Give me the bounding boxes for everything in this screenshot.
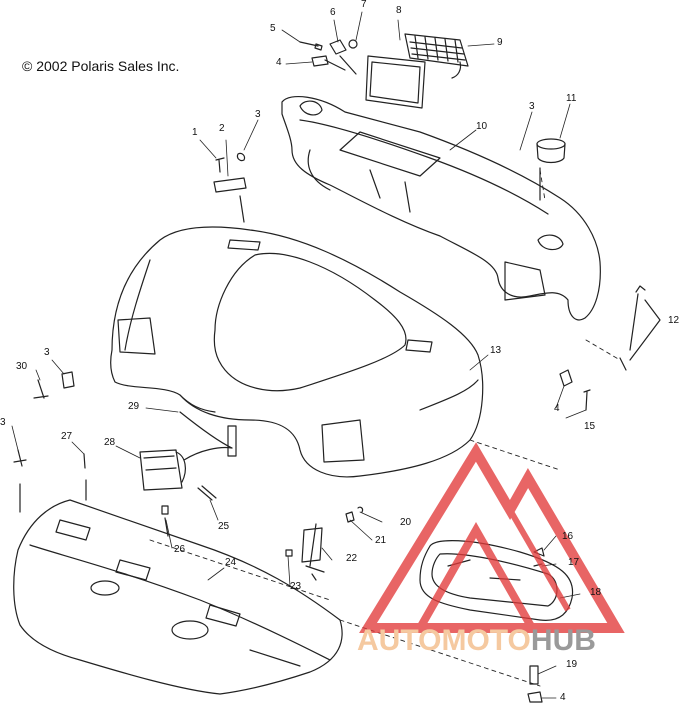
fasteners-bottom [527, 665, 543, 703]
callout-label: 16 [562, 531, 574, 542]
callout-label: 3 [255, 109, 261, 120]
callout-label: 11 [566, 93, 577, 104]
callout-label: 6 [330, 7, 336, 18]
callout-label: 12 [668, 315, 680, 326]
callout-label: 23 [290, 581, 302, 592]
callout-label: 18 [590, 587, 602, 598]
cap-part [536, 138, 566, 201]
callout-label: 4 [276, 57, 282, 68]
callout-label: 7 [361, 0, 367, 10]
callout-label: 13 [490, 345, 502, 356]
callout-label: 19 [566, 659, 578, 670]
callout-label: 24 [225, 557, 237, 568]
callout-label: 29 [128, 401, 140, 412]
callout-label: 2 [219, 123, 225, 134]
callout-label: 5 [270, 23, 276, 34]
callout-label: 9 [497, 37, 503, 48]
fasteners-right [559, 285, 661, 411]
callout-label: 15 [584, 421, 596, 432]
copyright-notice: © 2002 Polaris Sales Inc. [22, 58, 180, 74]
callout-label: 10 [476, 121, 488, 132]
callout-label: 27 [61, 431, 73, 442]
fasteners-center [161, 485, 364, 581]
hood-latch-parts [213, 152, 247, 223]
callout-label: 4 [554, 403, 560, 414]
watermark-text: AUTOMOTOHUB [357, 624, 596, 658]
fastener-parts-left [13, 371, 87, 513]
callout-label: 17 [568, 557, 580, 568]
callout-label: 3 [0, 417, 6, 428]
callout-label: 20 [400, 517, 412, 528]
callout-label: 26 [174, 544, 186, 555]
callout-label: 1 [192, 127, 198, 138]
watermark-text-part-b: HUB [530, 624, 596, 657]
callout-label: 28 [104, 437, 116, 448]
callout-label: 4 [560, 692, 566, 703]
callout-lines [11, 11, 587, 699]
watermark-logo [359, 442, 625, 633]
front-rack-part [281, 95, 601, 321]
hardware-parts-4-7 [299, 39, 358, 75]
bracket-part [227, 425, 237, 457]
callout-label: 8 [396, 5, 402, 16]
callout-label: 30 [16, 361, 28, 372]
hood-part [110, 226, 484, 478]
callout-label: 3 [44, 347, 50, 358]
callout-label: 21 [375, 535, 387, 546]
callout-label: 25 [218, 521, 230, 532]
watermark-text-part-a: AUTOMOTO [357, 624, 531, 657]
callout-label: 22 [346, 553, 358, 564]
callout-label: 3 [529, 101, 535, 112]
skid-plate-part [13, 499, 343, 695]
grille-part [365, 33, 469, 109]
headlight-part [139, 446, 233, 491]
